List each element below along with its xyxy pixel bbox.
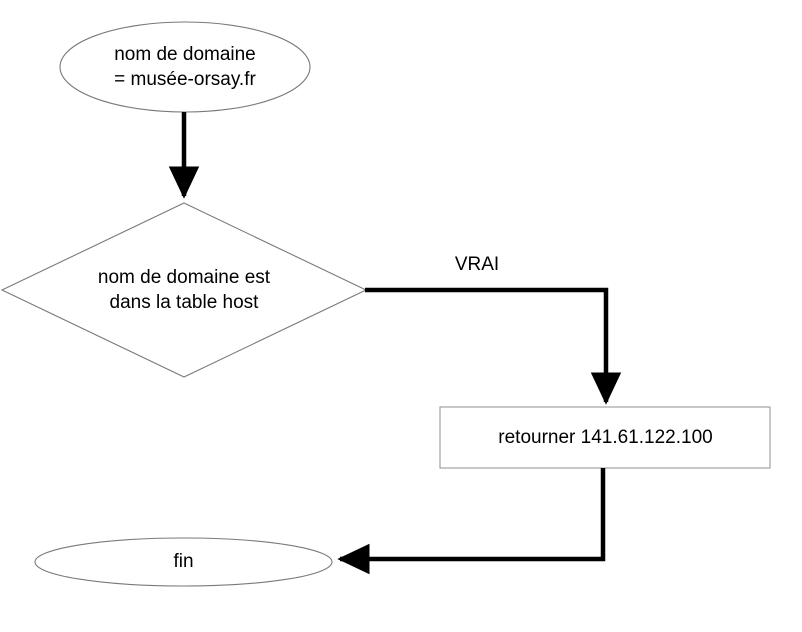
edge-label-vrai: VRAI <box>454 254 500 275</box>
node-process-shape[interactable] <box>439 406 771 469</box>
node-end-shape[interactable] <box>34 537 333 587</box>
connector-decision-to-process <box>365 287 622 405</box>
connector-process-to-end <box>337 468 606 575</box>
node-start-shape[interactable] <box>59 21 311 113</box>
node-decision-shape[interactable] <box>0 202 368 378</box>
